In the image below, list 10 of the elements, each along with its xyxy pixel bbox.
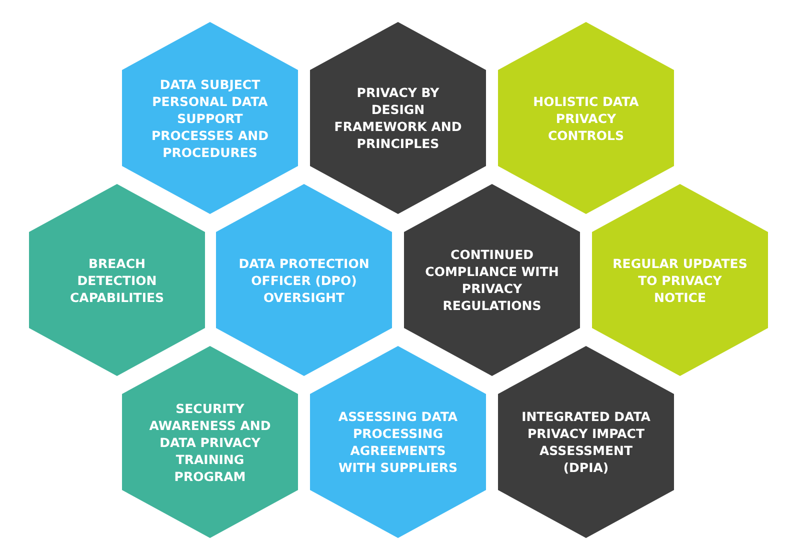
tile-label: SECURITY AWARENESS AND DATA PRIVACY TRAINING PROGRAM <box>148 400 272 484</box>
tile-label: DATA SUBJECT PERSONAL DATA SUPPORT PROCESSES AND PROCEDURES <box>150 76 270 160</box>
tile-label: BREACH DETECTION CAPABILITIES <box>68 254 166 306</box>
tile-label: HOLISTIC DATA PRIVACY CONTROLS <box>532 92 640 144</box>
tile-label: CONTINUED COMPLIANCE WITH PRIVACY REGULATIONS <box>424 246 560 314</box>
tile-label: DATA PROTECTION OFFICER (DPO) OVERSIGHT <box>238 254 370 306</box>
tile-label: PRIVACY BY DESIGN FRAMEWORK AND PRINCIPLES <box>333 84 463 152</box>
tile-label: REGULAR UPDATES TO PRIVACY NOTICE <box>612 254 748 306</box>
tile-label: INTEGRATED DATA PRIVACY IMPACT ASSESSMENT (DPIA) <box>520 408 652 476</box>
tile-label: ASSESSING DATA PROCESSING AGREEMENTS WITH SUPPLIERS <box>337 408 459 476</box>
